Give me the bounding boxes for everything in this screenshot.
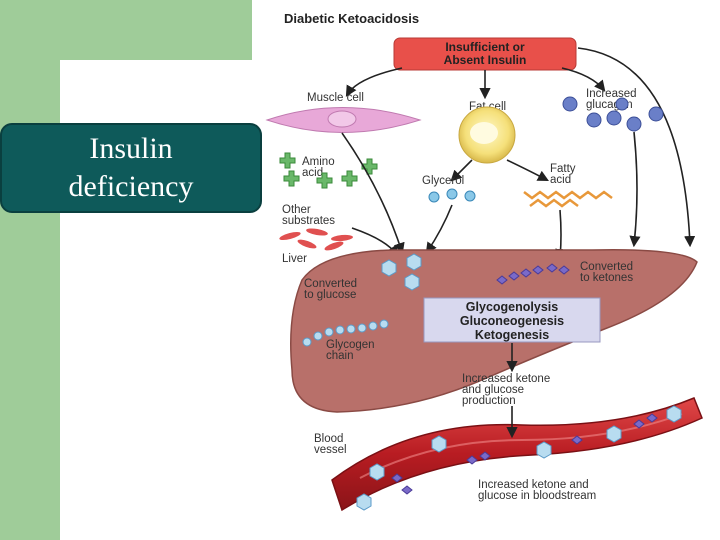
- muscle-cell-nucleus: [327, 110, 357, 128]
- fatty-acid-label-2: acid: [550, 174, 571, 186]
- production-label-2: and glucose: [462, 384, 524, 396]
- ketone-diamonds-liver: [496, 263, 570, 285]
- liver-label: Liver: [282, 253, 307, 265]
- vessel-glucose-hexagons: [356, 405, 682, 511]
- production-label-1: Increased ketone: [462, 373, 550, 385]
- converted-ketones-label-2: to ketones: [580, 272, 633, 284]
- glucagon-molecules: [562, 96, 664, 132]
- arrow-insulin-to-liver: [577, 47, 696, 248]
- glycogen-chain-label-2: chain: [326, 350, 354, 362]
- insufficient-line-1: Insufficient or: [445, 40, 525, 54]
- other-substrates-shapes: [279, 228, 353, 251]
- left-green-bar: [0, 0, 60, 540]
- arrow-muscle-to-liver: [341, 132, 405, 255]
- title-line-1: Insulin: [89, 132, 173, 165]
- glycogen-chain-molecules: [302, 319, 389, 347]
- diagram-title: Diabetic Ketoacidosis: [284, 11, 419, 26]
- amino-acid-label-2: acid: [302, 167, 323, 179]
- glycerol-molecules: [428, 188, 476, 203]
- other-substrates-label-1: Other: [282, 204, 311, 216]
- vessel-highlight: [359, 413, 683, 479]
- blood-vessel-label-2: vessel: [314, 444, 347, 456]
- process-gluconeogenesis: Gluconeogenesis: [460, 314, 564, 328]
- amino-acid-crosses: [279, 152, 378, 189]
- converted-ketones-label-1: Converted: [580, 261, 633, 273]
- arrow-glucagon-to-liver: [629, 131, 641, 248]
- glycogen-chain-label-1: Glycogen: [326, 339, 375, 351]
- glucagon-label-1: Increased: [586, 88, 637, 100]
- production-label-3: production: [462, 395, 516, 407]
- blood-vessel-shape: [331, 397, 703, 512]
- arrow-glycerol-to-liver: [425, 204, 453, 254]
- converted-glucose-label-1: Converted: [304, 278, 357, 290]
- bloodstream-label-2: glucose in bloodstream: [478, 490, 596, 502]
- other-substrates-label-2: substrates: [282, 215, 335, 227]
- arrow-fat-to-glycerol: [450, 159, 473, 182]
- process-box: [423, 297, 601, 343]
- amino-acid-label-1: Amino: [302, 156, 335, 168]
- insufficient-line-2: Absent Insulin: [444, 53, 527, 67]
- arrow-to-glucagon: [561, 67, 606, 92]
- fat-cell-droplet: [470, 122, 498, 144]
- arrow-fat-to-fattyacid: [506, 159, 549, 182]
- process-ketogenesis: Ketogenesis: [475, 328, 549, 342]
- vessel-ketone-diamonds: [391, 413, 658, 495]
- arrow-to-muscle: [345, 67, 403, 97]
- glycerol-label: Glycerol: [422, 175, 464, 187]
- fatty-acid-chain-2: [529, 198, 579, 208]
- top-green-strip: [60, 0, 252, 60]
- muscle-cell-label: Muscle cell: [307, 92, 364, 104]
- dka-diagram: Diabetic Ketoacidosis Insufficient or Ab…: [265, 11, 703, 512]
- glucose-hexagons: [381, 253, 422, 291]
- slide-title-box: Insulin deficiency: [0, 123, 262, 213]
- blood-vessel-label-1: Blood: [314, 433, 343, 445]
- bloodstream-label-1: Increased ketone and: [478, 479, 589, 491]
- title-line-2: deficiency: [68, 170, 194, 203]
- fatty-acid-chain-1: [523, 190, 613, 200]
- process-glycogenolysis: Glycogenolysis: [466, 300, 558, 314]
- converted-glucose-label-2: to glucose: [304, 289, 356, 301]
- fatty-acid-label-1: Fatty: [550, 163, 576, 175]
